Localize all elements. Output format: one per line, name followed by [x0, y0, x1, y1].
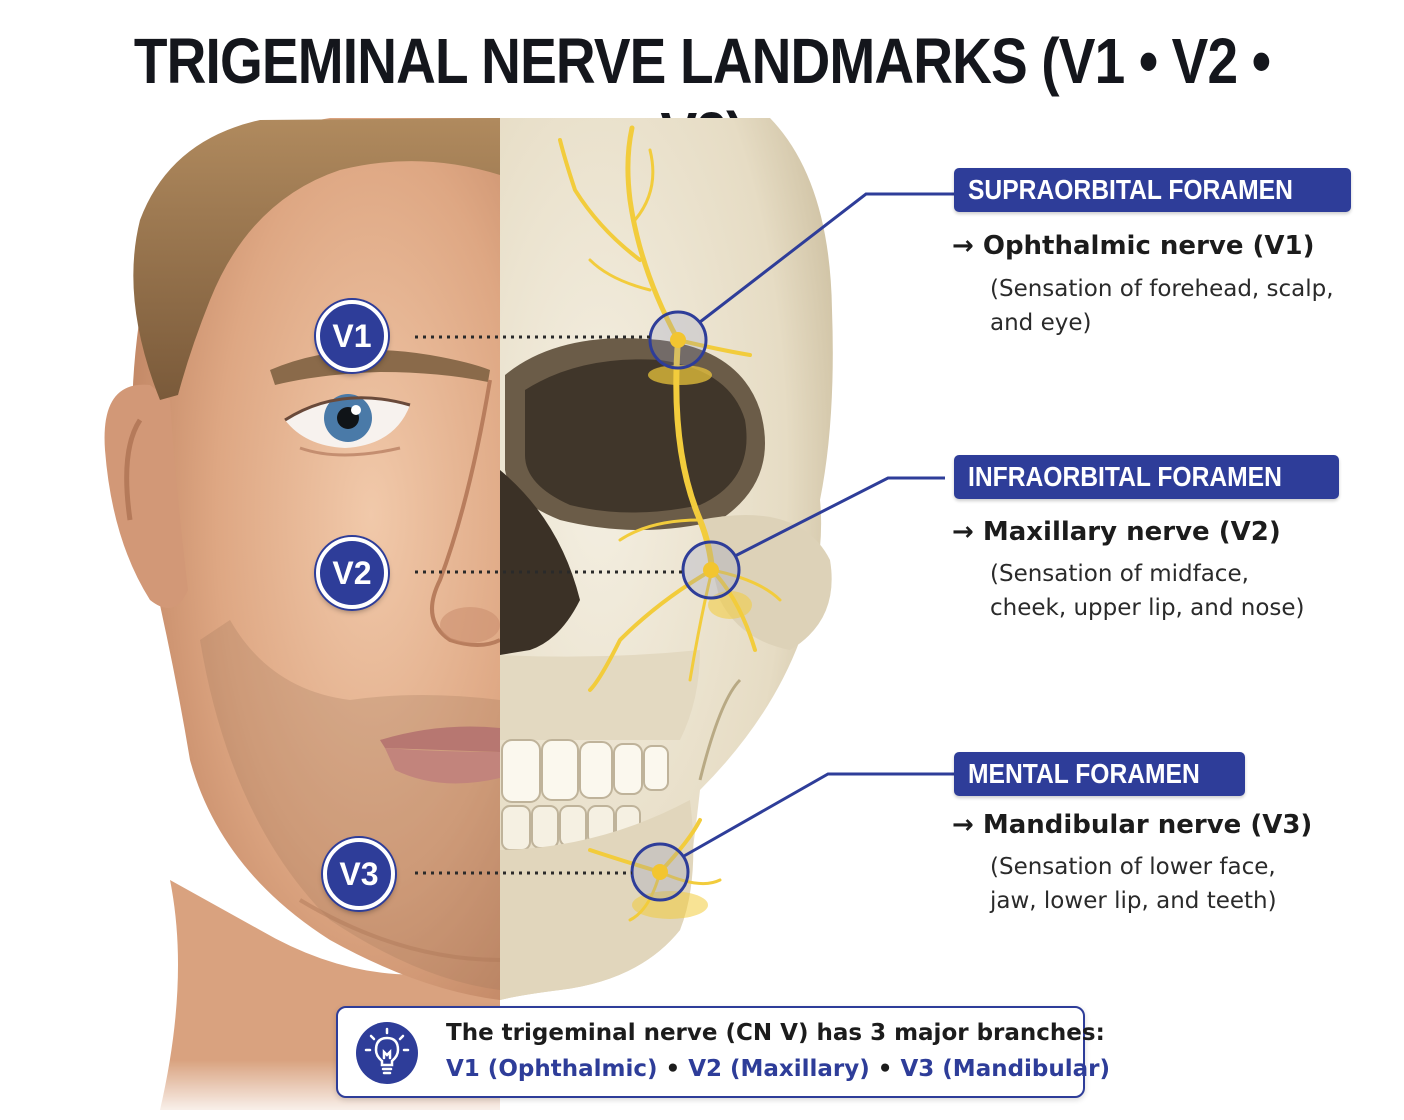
mandibular-nerve-description: (Sensation of lower face, jaw, lower lip…: [990, 854, 1277, 914]
maxillary-nerve-label: → Maxillary nerve (V2): [952, 517, 1281, 547]
v1-badge: V1: [316, 300, 388, 372]
branch-v2: V2 (Maxillary): [688, 1056, 870, 1082]
v2-badge: V2: [316, 537, 388, 609]
infraorbital-foramen-tag: INFRAORBITAL FORAMEN: [954, 455, 1339, 499]
supraorbital-foramen-tag: SUPRAORBITAL FORAMEN: [954, 168, 1352, 212]
foramen-markers: [630, 310, 741, 902]
mandibular-nerve-label: → Mandibular nerve (V3): [952, 810, 1313, 840]
summary-branches: V1 (Ophthalmic) • V2 (Maxillary) • V3 (Mandi…: [446, 1056, 1110, 1082]
trigeminal-nerve-branches: [558, 125, 782, 922]
v3-badge: V3: [323, 838, 395, 910]
summary-box: The trigeminal nerve (CN V) has 3 major …: [336, 1006, 1110, 1098]
maxillary-nerve-description: (Sensation of midface, cheek, upper lip,…: [990, 561, 1305, 621]
lightbulb-icon: [356, 1022, 418, 1084]
mental-foramen-tag: MENTAL FORAMEN: [954, 752, 1246, 796]
separator: •: [877, 1056, 893, 1082]
ophthalmic-nerve-description: (Sensation of forehead, scalp, and eye): [990, 276, 1334, 336]
leader-lines: [683, 192, 955, 858]
ophthalmic-nerve-label: → Ophthalmic nerve (V1): [952, 231, 1315, 261]
branch-v3: V3 (Mandibular): [900, 1056, 1111, 1082]
summary-heading: The trigeminal nerve (CN V) has 3 major …: [446, 1020, 1105, 1046]
branch-v1: V1 (Ophthalmic): [446, 1056, 658, 1082]
human-face-half: [104, 118, 501, 1110]
separator: •: [665, 1056, 681, 1082]
